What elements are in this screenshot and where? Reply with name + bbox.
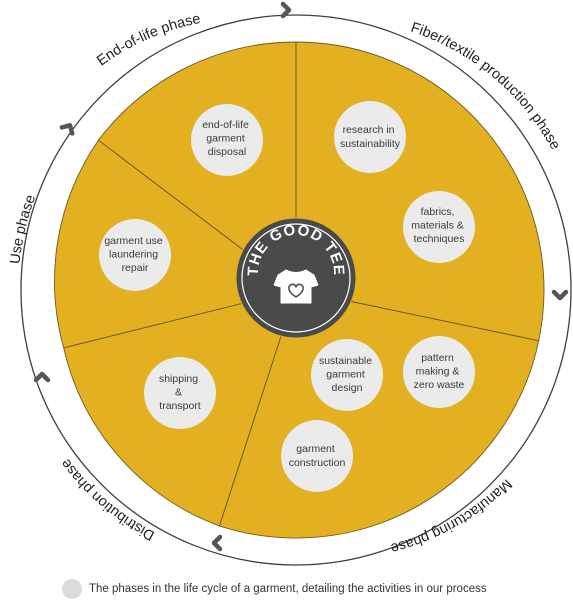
activity-bubble: fabrics, materials & techniques	[403, 191, 475, 263]
legend: The phases in the life cycle of a garmen…	[62, 578, 487, 600]
activity-bubble: research in sustainability	[334, 101, 406, 173]
chevron-left-icon	[211, 534, 223, 552]
activity-line: garment	[296, 443, 335, 455]
activity-bubble: shipping & transport	[144, 357, 216, 429]
chevron-right-icon	[280, 1, 292, 19]
svg-text:sustainable garment: sustainable garment design	[319, 355, 375, 394]
activity-line: research in	[343, 124, 395, 136]
activity-line: disposal	[208, 146, 247, 158]
activity-bubble: garment use laundering repair	[99, 219, 171, 291]
activity-line: materials &	[411, 220, 464, 232]
activity-line: sustainability	[340, 138, 401, 150]
activity-line: transport	[159, 400, 201, 412]
activity-line: repair	[122, 262, 149, 274]
activity-line: fabrics,	[421, 206, 455, 218]
activity-bubble: end-of-life garment disposal	[191, 104, 263, 176]
svg-text:research in sustainabili: research in sustainability	[340, 124, 401, 150]
phase-label: End-of-life phase	[94, 11, 202, 69]
ring-arrows	[33, 1, 569, 552]
svg-text:pattern making & z: pattern making & zero waste	[414, 352, 465, 391]
wedge-end-of-life	[97, 41, 297, 291]
activity-line: design	[332, 382, 363, 394]
chevron-down-icon	[551, 289, 569, 301]
activity-line: techniques	[414, 233, 465, 245]
activity-bubble: pattern making & zero waste	[403, 336, 475, 408]
activity-line: &	[175, 387, 182, 399]
activity-line: shipping	[159, 373, 198, 385]
activity-line: zero waste	[414, 379, 465, 391]
activity-bubble: sustainable garment design	[311, 339, 383, 411]
phase-label: Use phase	[8, 193, 40, 265]
activity-line: laundering	[109, 249, 158, 261]
legend-dot-icon	[62, 579, 82, 599]
wedge-use	[54, 139, 298, 349]
lifecycle-ring	[20, 14, 572, 566]
life-cycle-diagram: end-of-life garment disposal research in…	[8, 1, 572, 566]
activity-line: sustainable	[319, 355, 372, 367]
activity-line: construction	[289, 457, 346, 469]
chevron-up-icon	[59, 123, 75, 136]
activity-line: making &	[416, 366, 460, 378]
tshirt-heart-icon	[273, 269, 319, 304]
svg-text:fabrics, materials &: fabrics, materials & techniques	[411, 206, 466, 245]
chevron-up-icon	[33, 371, 51, 383]
svg-text:end-of-life garment: end-of-life garment disposal	[202, 119, 252, 158]
center-logo: THE GOOD TEE	[235, 217, 357, 339]
svg-text:garment use laundering: garment use laundering repair	[104, 235, 165, 274]
svg-text:shipping & transpo: shipping & transport	[159, 373, 201, 412]
activity-line: end-of-life	[202, 119, 249, 131]
activity-bubble: garment construction	[281, 420, 353, 492]
activity-line: garment use	[104, 235, 163, 247]
svg-text:garment construction: garment construction	[289, 443, 346, 469]
legend-text: The phases in the life cycle of a garmen…	[89, 583, 487, 595]
activity-line: garment	[326, 369, 365, 381]
activity-line: pattern	[421, 352, 454, 364]
activity-line: garment	[206, 133, 245, 145]
